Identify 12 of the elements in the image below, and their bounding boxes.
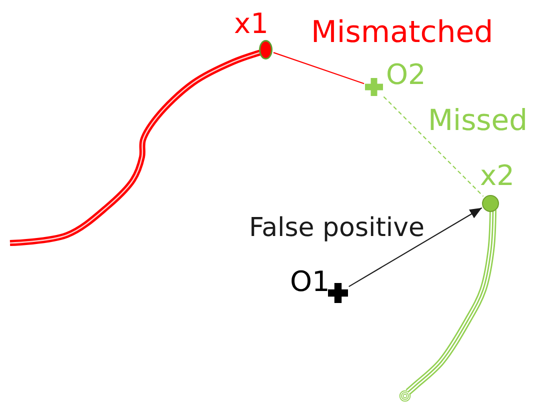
dot-icon <box>482 194 498 212</box>
point-label: x1 <box>234 10 268 38</box>
point-label: x2 <box>480 162 514 190</box>
edge-label: False positive <box>249 215 425 241</box>
connector-line <box>273 52 364 84</box>
dashed-line <box>383 96 484 197</box>
point-label: O2 <box>386 61 426 89</box>
arrow <box>348 207 482 288</box>
point-label: O1 <box>290 268 330 296</box>
dot-icon <box>259 40 273 60</box>
cross-icon <box>365 78 383 96</box>
cross-icon <box>328 283 348 303</box>
